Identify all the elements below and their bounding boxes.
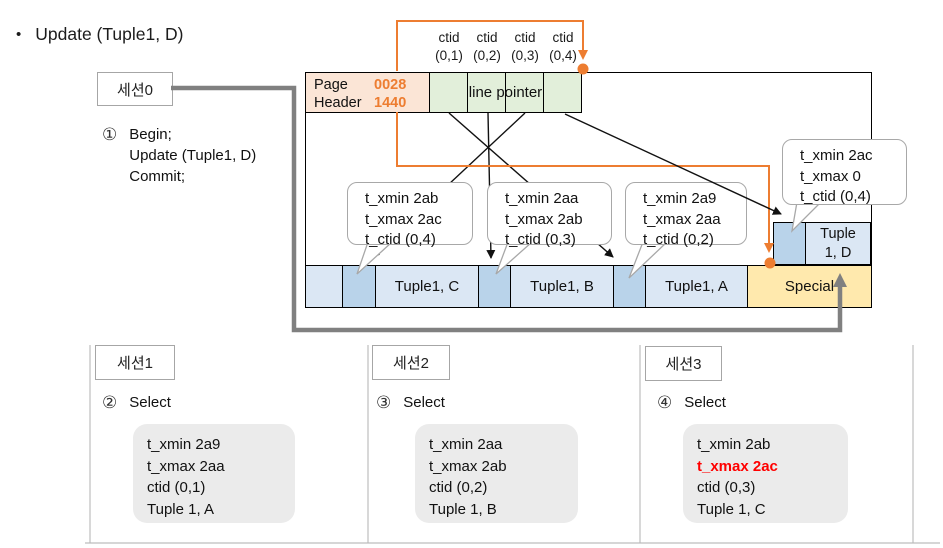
line-pointer-label: line pointer [468, 84, 543, 101]
session2-label: 세션2 [393, 355, 429, 372]
session1-label-box: 세션1 [95, 345, 175, 380]
tuple-d-cell: Tuple 1, D [805, 222, 871, 265]
tuple-d-label-line2: 1, D [824, 244, 852, 261]
session2-step: ③ Select [376, 392, 445, 413]
tuple-d-header-cell [773, 222, 806, 265]
ctid-word: ctid [438, 30, 460, 45]
bubble-line: t_xmin 2ab [365, 190, 439, 207]
step1-number: ① [102, 125, 118, 144]
result-line: ctid (0,1) [147, 479, 206, 496]
session0-line-begin: Begin; [129, 126, 172, 143]
bubble-line: t_xmin 2ac [800, 147, 873, 164]
ctid-pos: (0,2) [473, 47, 501, 63]
session2-action: Select [403, 394, 445, 411]
page-header-content: Page 0028 Header 1440 [306, 74, 406, 112]
ctid-pos: (0,3) [511, 47, 539, 63]
free-space-cell [305, 265, 343, 308]
result-line: t_xmin 2aa [429, 436, 503, 453]
step2-number: ② [102, 393, 118, 412]
result-line-highlighted: t_xmax 2ac [697, 457, 778, 475]
page-header-label-1: Page [314, 76, 348, 93]
session0-line-commit: Commit; [129, 168, 186, 185]
session3-result-box: t_xmin 2ab t_xmax 2ac ctid (0,3) Tuple 1… [683, 424, 848, 523]
session0-steps: ① Begin; Update (Tuple1, D) Commit; [102, 124, 256, 187]
result-line: t_xmax 2ab [429, 457, 507, 475]
page-header-value-1440: 1440 [374, 94, 407, 111]
result-line: t_xmax 2aa [147, 457, 225, 475]
session3-action: Select [684, 394, 726, 411]
bubble-line: t_xmax 2ac [365, 210, 442, 228]
tuple-c-label: Tuple1, C [394, 278, 460, 295]
bubble-line: t_ctid (0,4) [800, 188, 871, 205]
tuple-a-label: Tuple1, A [665, 278, 728, 295]
special-label: Special [784, 278, 835, 295]
page-header-cell: Page 0028 Header 1440 [305, 72, 430, 113]
ctid-pos: (0,1) [435, 47, 463, 63]
result-line: Tuple 1, A [147, 500, 214, 518]
ctid-word: ctid [552, 30, 574, 45]
session0-label: 세션0 [117, 81, 153, 99]
session1-result-box: t_xmin 2a9 t_xmax 2aa ctid (0,1) Tuple 1… [133, 424, 295, 523]
bubble-tuple-d: t_xmin 2ac t_xmax 0 t_ctid (0,4) [782, 139, 907, 205]
bubble-tuple-c: t_xmin 2ab t_xmax 2ac t_ctid (0,4) [347, 182, 473, 248]
ctid-word: ctid [476, 30, 498, 45]
session0-label-box: 세션0 [97, 72, 173, 106]
session1-label: 세션1 [117, 355, 153, 372]
bubble-line: t_xmin 2a9 [643, 190, 717, 207]
session3-label: 세션3 [665, 356, 702, 373]
session2-label-box: 세션2 [372, 345, 450, 380]
session1-action: Select [129, 394, 171, 411]
page-header-value-0028: 0028 [374, 76, 407, 93]
ctid-pos: (0,4) [549, 47, 577, 63]
bubble-tuple-a: t_xmin 2a9 t_xmax 2aa t_ctid (0,2) [625, 182, 747, 248]
bubble-line: t_xmax 0 [800, 167, 861, 185]
tuple-d-label-line1: Tuple [820, 225, 856, 242]
bubble-line: t_ctid (0,4) [365, 231, 436, 248]
ctid-label-4: ctid (0,4) [544, 29, 582, 64]
ctid-label-3: ctid (0,3) [506, 29, 544, 64]
bubble-line: t_xmin 2aa [505, 190, 579, 207]
title-bullet: • [16, 26, 22, 43]
step4-number: ④ [657, 393, 673, 412]
tuple-a-header-cell [613, 265, 646, 308]
slide-title: • Update (Tuple1, D) [16, 24, 183, 46]
session3-step: ④ Select [657, 392, 726, 413]
tuple-b-header-cell [478, 265, 511, 308]
session1-step: ② Select [102, 392, 171, 413]
title-text: Update (Tuple1, D) [35, 24, 184, 44]
result-line: ctid (0,2) [429, 479, 488, 496]
result-line: Tuple 1, C [697, 500, 766, 518]
page-header-label-2: Header [314, 94, 362, 111]
session0-step-lines: Begin; Update (Tuple1, D) Commit; [129, 124, 256, 187]
session3-label-box: 세션3 [645, 346, 722, 381]
tuple-b-cell: Tuple1, B [510, 265, 614, 308]
step3-number: ③ [376, 393, 392, 412]
ctid-label-2: ctid (0,2) [468, 29, 506, 64]
special-cell: Special [747, 265, 872, 308]
ctid-label-1: ctid (0,1) [430, 29, 468, 64]
result-line: t_xmin 2ab [697, 436, 771, 453]
tuple-c-cell: Tuple1, C [375, 265, 479, 308]
tuple-a-cell: Tuple1, A [645, 265, 748, 308]
bubble-line: t_xmax 2aa [643, 210, 721, 228]
result-line: ctid (0,3) [697, 479, 756, 496]
result-line: Tuple 1, B [429, 500, 497, 518]
bubble-line: t_ctid (0,3) [505, 231, 576, 248]
tuple-c-header-cell [342, 265, 376, 308]
session2-result-box: t_xmin 2aa t_xmax 2ab ctid (0,2) Tuple 1… [415, 424, 578, 523]
result-line: t_xmin 2a9 [147, 436, 221, 453]
ctid-word: ctid [514, 30, 536, 45]
session0-line-update: Update (Tuple1, D) [129, 147, 257, 164]
bubble-line: t_ctid (0,2) [643, 231, 714, 248]
bubble-line: t_xmax 2ab [505, 210, 583, 228]
tuple-b-label: Tuple1, B [530, 278, 594, 295]
bubble-tuple-b: t_xmin 2aa t_xmax 2ab t_ctid (0,3) [487, 182, 612, 248]
